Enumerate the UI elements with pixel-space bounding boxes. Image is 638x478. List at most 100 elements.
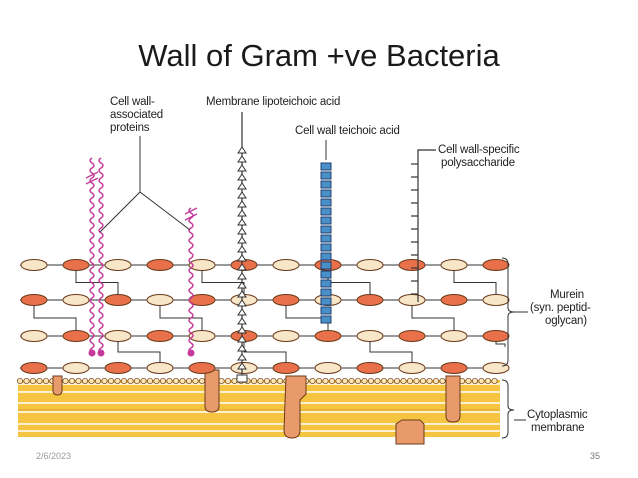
membrane-head <box>42 377 50 385</box>
murein-sugar <box>188 362 216 374</box>
murein-sugar <box>20 362 48 374</box>
protein-anchor <box>187 349 195 357</box>
membrane-head <box>94 377 102 385</box>
murein-sugar <box>440 259 468 271</box>
lipoteichoic-unit <box>237 209 247 217</box>
membrane-protein <box>395 419 425 445</box>
murein-sugar <box>482 259 510 271</box>
lipoteichoic-unit <box>237 182 247 190</box>
murein-peptide-crosslink <box>453 270 497 295</box>
label-cytoplasmic-line1: Cytoplasmic <box>527 409 588 421</box>
membrane-protein <box>445 375 461 423</box>
murein-sugar <box>146 362 174 374</box>
protein-anchor <box>88 349 96 357</box>
teichoic-unit <box>320 171 332 180</box>
membrane-head <box>114 377 121 385</box>
murein-peptide-crosslink <box>33 305 77 331</box>
strand-break <box>85 171 99 185</box>
murein-sugar <box>356 259 384 271</box>
murein-sugar <box>356 294 384 306</box>
membrane-body <box>18 380 500 437</box>
murein-sugar <box>398 362 426 374</box>
proteins-pointer <box>139 191 191 231</box>
membrane-head <box>153 377 160 385</box>
murein-sugar <box>440 294 468 306</box>
cell-wall-protein-strand <box>98 157 104 354</box>
lipoteichoic-unit <box>237 317 247 325</box>
cell-wall-protein-strand <box>188 207 194 354</box>
teichoic-unit <box>320 252 332 261</box>
membrane-head <box>322 377 329 385</box>
label-proteins-line1: Cell wall- <box>110 96 155 108</box>
lipoteichoic-unit <box>237 353 247 361</box>
lipoteichoic-unit <box>237 326 247 334</box>
murein-sugar <box>272 294 300 306</box>
murein-sugar <box>272 259 300 271</box>
membrane-head <box>140 377 147 385</box>
label-murein-line1: Murein <box>550 289 584 301</box>
murein-sugar <box>482 362 510 374</box>
cell-wall-protein-strand <box>89 157 95 354</box>
membrane-head <box>159 377 167 385</box>
membrane-head <box>127 377 134 385</box>
teichoic-unit <box>320 279 332 288</box>
murein-sugar <box>20 330 48 342</box>
teichoic-unit <box>320 180 332 189</box>
membrane-head <box>107 377 115 385</box>
membrane-head <box>68 377 76 385</box>
murein-peptide-crosslink <box>159 305 203 331</box>
murein-peptide-crosslink <box>495 341 506 347</box>
murein-sugar <box>104 330 132 342</box>
murein-peptide-crosslink <box>369 341 413 363</box>
murein-peptide-crosslink <box>75 270 119 295</box>
label-teichoic: Cell wall teichoic acid <box>295 125 400 137</box>
teichoic-unit <box>320 315 332 324</box>
murein-sugar <box>398 294 426 306</box>
membrane-head <box>263 377 271 385</box>
polymers-layer <box>85 112 436 383</box>
membrane-head <box>354 377 362 385</box>
murein-sugar <box>482 294 510 306</box>
membrane-head <box>276 377 284 385</box>
murein-peptide-crosslink <box>243 341 287 363</box>
murein-sugar <box>62 259 90 271</box>
lipoteichoic-unit <box>237 344 247 352</box>
label-murein-line2: (syn. peptid- <box>530 302 591 314</box>
membrane-protein <box>52 375 63 396</box>
lipoteichoic-unit <box>237 245 247 253</box>
membrane-head <box>179 377 186 385</box>
murein-sugar <box>314 362 342 374</box>
membrane-head <box>380 377 388 385</box>
lipoteichoic-unit <box>237 191 247 199</box>
label-polysaccharide-line1: Cell wall-specific <box>438 144 520 156</box>
lipoteichoic-anchor <box>236 374 248 383</box>
membrane-head <box>172 377 180 385</box>
murein-peptide-crosslink <box>201 270 245 295</box>
lipoteichoic-unit <box>237 335 247 343</box>
membrane-head <box>224 377 232 385</box>
membrane-head <box>198 377 206 385</box>
membrane-head <box>374 377 381 385</box>
strand-break <box>184 207 198 221</box>
teichoic-unit <box>320 198 332 207</box>
membrane-head <box>400 377 407 385</box>
membrane-head <box>146 377 154 385</box>
membrane-head <box>387 377 394 385</box>
membrane-head <box>120 377 128 385</box>
lipoteichoic-unit <box>237 281 247 289</box>
slide-page-number: 35 <box>590 451 601 461</box>
membrane-head <box>36 377 43 385</box>
teichoic-unit <box>320 189 332 198</box>
lipoteichoic-unit <box>237 155 247 163</box>
murein-peptide-crosslink <box>327 270 371 295</box>
murein-sugar <box>440 362 468 374</box>
membrane-head <box>478 377 485 385</box>
teichoic-unit <box>320 162 332 171</box>
murein-sugar <box>314 330 342 342</box>
membrane-head <box>23 377 30 385</box>
murein-sugar <box>104 259 132 271</box>
murein-layer <box>20 257 528 374</box>
membrane-head <box>309 377 316 385</box>
membrane-head <box>29 377 37 385</box>
